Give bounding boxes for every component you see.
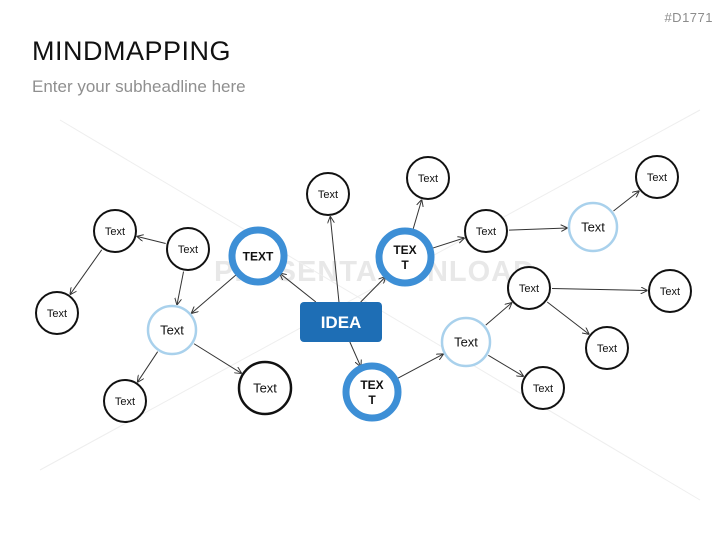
node-n17[interactable]: Text [521,366,565,410]
node-n19[interactable]: Text [585,326,629,370]
node-label: Text [318,189,338,201]
node-circle [375,227,435,287]
connector-arrow-center-n4 [330,217,340,303]
node-circle [406,156,450,200]
node-n3[interactable]: TEXT [342,362,402,422]
connector-arrow-n7-n8 [70,249,103,294]
node-n10[interactable]: Text [237,360,293,416]
node-n1[interactable]: TEXT [228,226,288,286]
node-label: Text [418,173,438,185]
node-circle [440,316,492,368]
node-circle [635,155,679,199]
connector-arrow-n2-n12 [431,238,464,249]
node-label: Text [597,343,617,355]
node-n15[interactable]: Text [440,316,492,368]
node-circle [93,209,137,253]
node-label: Text [581,220,605,235]
node-label: TEXT [243,249,274,263]
node-label: Text [660,286,680,298]
node-circle [146,304,198,356]
node-circle [342,362,402,422]
node-circle [521,366,565,410]
connector-arrow-n12-n13 [508,228,567,230]
connector-arrow-center-n3 [349,341,361,366]
node-circle [306,172,350,216]
node-label: Text [647,172,667,184]
node-n18[interactable]: Text [648,269,692,313]
node-n12[interactable]: Text [464,209,508,253]
node-label: T [368,393,376,407]
connector-arrow-n2-n11 [412,200,422,231]
slide-id: #D1771 [664,10,713,25]
node-label: Text [105,226,125,238]
node-label: Text [454,335,478,350]
node-label: Text [47,308,67,320]
node-n16[interactable]: Text [507,266,551,310]
connector-arrow-n15-n16 [485,303,512,326]
node-n13[interactable]: Text [567,201,619,253]
node-circle [237,360,293,416]
page-title: MINDMAPPING [32,36,232,66]
connector-arrow-n6-n5 [177,271,185,305]
node-label: Text [115,396,135,408]
node-label: Text [178,244,198,256]
connector-arrow-n13-n14 [613,191,638,212]
connector-arrow-n16-n19 [546,301,589,334]
node-n9[interactable]: Text [103,379,147,423]
node-n14[interactable]: Text [635,155,679,199]
node-n11[interactable]: Text [406,156,450,200]
node-label: TEX [393,243,416,257]
node-label: T [401,258,409,272]
page-subtitle: Enter your subheadline here [32,77,246,96]
node-n6[interactable]: Text [166,227,210,271]
connector-arrow-n3-n15 [396,354,443,380]
node-circle [464,209,508,253]
connector-arrow-n5-n10 [193,343,241,373]
node-n8[interactable]: Text [35,291,79,335]
node-n5[interactable]: Text [146,304,198,356]
node-label: Text [476,226,496,238]
node-circle [166,227,210,271]
node-n4[interactable]: Text [306,172,350,216]
connector-arrow-n15-n17 [488,354,523,376]
node-n7[interactable]: Text [93,209,137,253]
connector-arrow-center-n2 [360,277,386,303]
node-circle [507,266,551,310]
node-circle [567,201,619,253]
node-circle [585,326,629,370]
connector-arrow-n16-n18 [551,288,647,290]
node-n2[interactable]: TEXT [375,227,435,287]
connector-arrow-center-n1 [280,273,317,303]
node-circle [648,269,692,313]
node-circle [103,379,147,423]
center-idea-node[interactable]: IDEA [300,302,382,342]
connector-arrow-n5-n9 [138,351,159,382]
node-label: Text [253,381,277,396]
node-circle [228,226,288,286]
node-label: Text [533,383,553,395]
node-label: TEX [360,378,383,392]
center-idea-label: IDEA [321,313,362,332]
node-label: Text [160,323,184,338]
node-label: Text [519,283,539,295]
connector-arrow-n6-n7 [137,237,166,244]
node-circle [35,291,79,335]
connector-arrow-n1-n5 [192,273,238,313]
